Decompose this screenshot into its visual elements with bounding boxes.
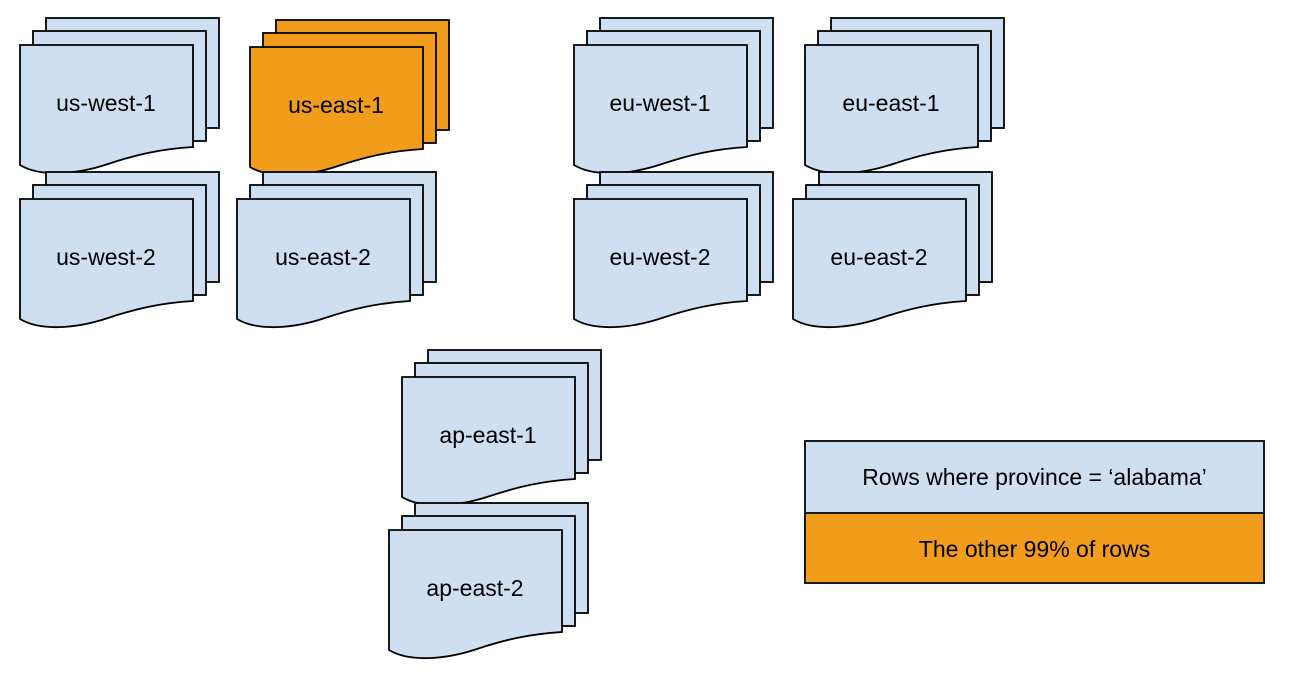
region-label: eu-west-2 <box>610 244 711 270</box>
region-stack-eu-west-2: eu-west-2 <box>573 171 775 340</box>
region-label: eu-east-1 <box>842 90 939 116</box>
document-stack-icon: ap-east-1 <box>401 349 602 507</box>
document-stack-icon: eu-east-2 <box>792 171 993 329</box>
region-stack-ap-east-2: ap-east-2 <box>388 502 590 671</box>
region-stack-us-east-2: us-east-2 <box>236 171 438 340</box>
front-document-sheet <box>236 198 411 329</box>
document-stack-icon: us-west-1 <box>19 17 220 175</box>
region-stack-us-west-2: us-west-2 <box>19 171 221 340</box>
document-stack-icon: us-west-2 <box>19 171 220 329</box>
front-document-sheet <box>573 44 748 175</box>
region-label: ap-east-1 <box>439 422 536 448</box>
region-label: us-west-1 <box>56 90 156 116</box>
region-stack-eu-east-1: eu-east-1 <box>804 17 1006 186</box>
front-document-sheet <box>19 44 194 175</box>
document-stack-icon: eu-west-1 <box>573 17 774 175</box>
document-stack-icon: eu-west-2 <box>573 171 774 329</box>
region-label: ap-east-2 <box>426 575 523 601</box>
region-stack-us-west-1: us-west-1 <box>19 17 221 186</box>
legend-item-alabama-rows: Rows where province = ‘alabama’ <box>806 442 1263 512</box>
region-stack-ap-east-1: ap-east-1 <box>401 349 603 518</box>
front-document-sheet <box>388 529 563 660</box>
region-label: eu-east-2 <box>830 244 927 270</box>
front-document-sheet <box>19 198 194 329</box>
region-label: us-east-2 <box>275 244 371 270</box>
region-label: eu-west-1 <box>610 90 711 116</box>
front-document-sheet <box>792 198 967 329</box>
document-stack-icon: ap-east-2 <box>388 502 589 660</box>
front-document-sheet <box>573 198 748 329</box>
region-stack-eu-east-2: eu-east-2 <box>792 171 994 340</box>
legend-item-label: Rows where province = ‘alabama’ <box>862 464 1207 490</box>
region-stack-eu-west-1: eu-west-1 <box>573 17 775 186</box>
legend-item-other-rows: The other 99% of rows <box>806 512 1263 582</box>
document-stack-icon: eu-east-1 <box>804 17 1005 175</box>
document-stack-icon: us-east-2 <box>236 171 437 329</box>
document-stack-icon: us-east-1 <box>249 19 450 177</box>
legend: Rows where province = ‘alabama’ The other… <box>804 440 1265 584</box>
region-label: us-east-1 <box>288 92 384 118</box>
region-stack-us-east-1: us-east-1 <box>249 19 451 188</box>
legend-item-label: The other 99% of rows <box>918 536 1151 562</box>
region-label: us-west-2 <box>56 244 156 270</box>
